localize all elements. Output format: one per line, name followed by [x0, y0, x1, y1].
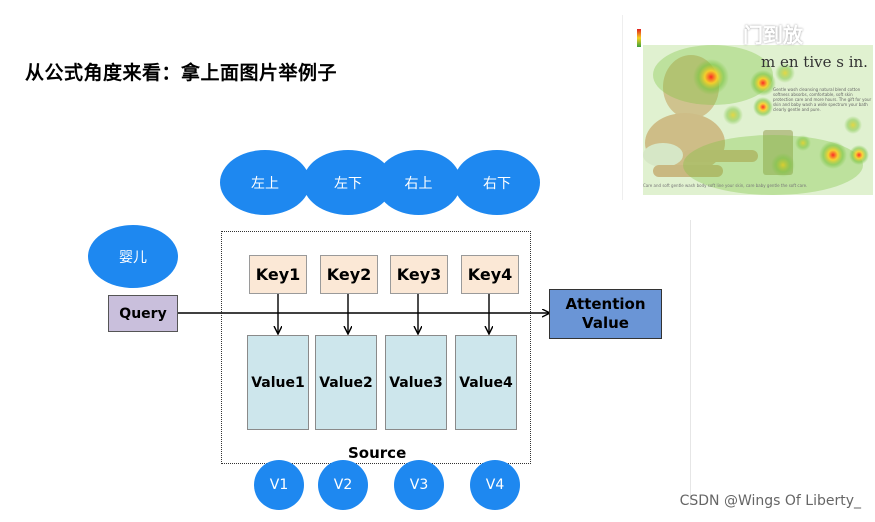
region-ellipse-bottom-right: 右下	[454, 150, 540, 215]
value1-box: Value1	[247, 335, 309, 430]
heatmap-image	[643, 45, 873, 195]
value3-box: Value3	[385, 335, 447, 430]
attention-label-line2: Value	[582, 314, 629, 332]
divider	[690, 220, 691, 505]
v2-ellipse: V2	[318, 460, 368, 510]
query-ellipse-baby: 婴儿	[88, 225, 178, 288]
value2-box: Value2	[315, 335, 377, 430]
watermark: CSDN @Wings Of Liberty_	[679, 493, 861, 509]
heatmap-photo: 门到放 m en tive s in. Gentle wash cleansin…	[622, 15, 875, 200]
photo-headline: 门到放	[743, 23, 803, 47]
region-ellipse-top-left: 左上	[220, 150, 310, 215]
key4-box: Key4	[461, 255, 519, 294]
v4-ellipse: V4	[470, 460, 520, 510]
v1-ellipse: V1	[254, 460, 304, 510]
value4-box: Value4	[455, 335, 517, 430]
page-title: 从公式角度来看：拿上面图片举例子	[25, 62, 338, 84]
v3-ellipse: V3	[394, 460, 444, 510]
photo-footer-text: Care and soft gentle wash body soft line…	[643, 183, 808, 188]
heatmap-legend-bar	[637, 29, 641, 47]
region-ellipse-top-right: 右上	[376, 150, 461, 215]
key3-box: Key3	[390, 255, 448, 294]
attention-value-box: Attention Value	[549, 289, 662, 339]
key2-box: Key2	[320, 255, 378, 294]
query-box: Query	[108, 295, 178, 332]
photo-body-text: Gentle wash cleansing natural blend cott…	[773, 87, 872, 112]
key1-box: Key1	[249, 255, 307, 294]
source-label: Source	[348, 444, 407, 462]
attention-label-line1: Attention	[565, 295, 646, 313]
source-frame	[221, 231, 531, 464]
photo-subline: m en tive s in.	[761, 53, 868, 71]
